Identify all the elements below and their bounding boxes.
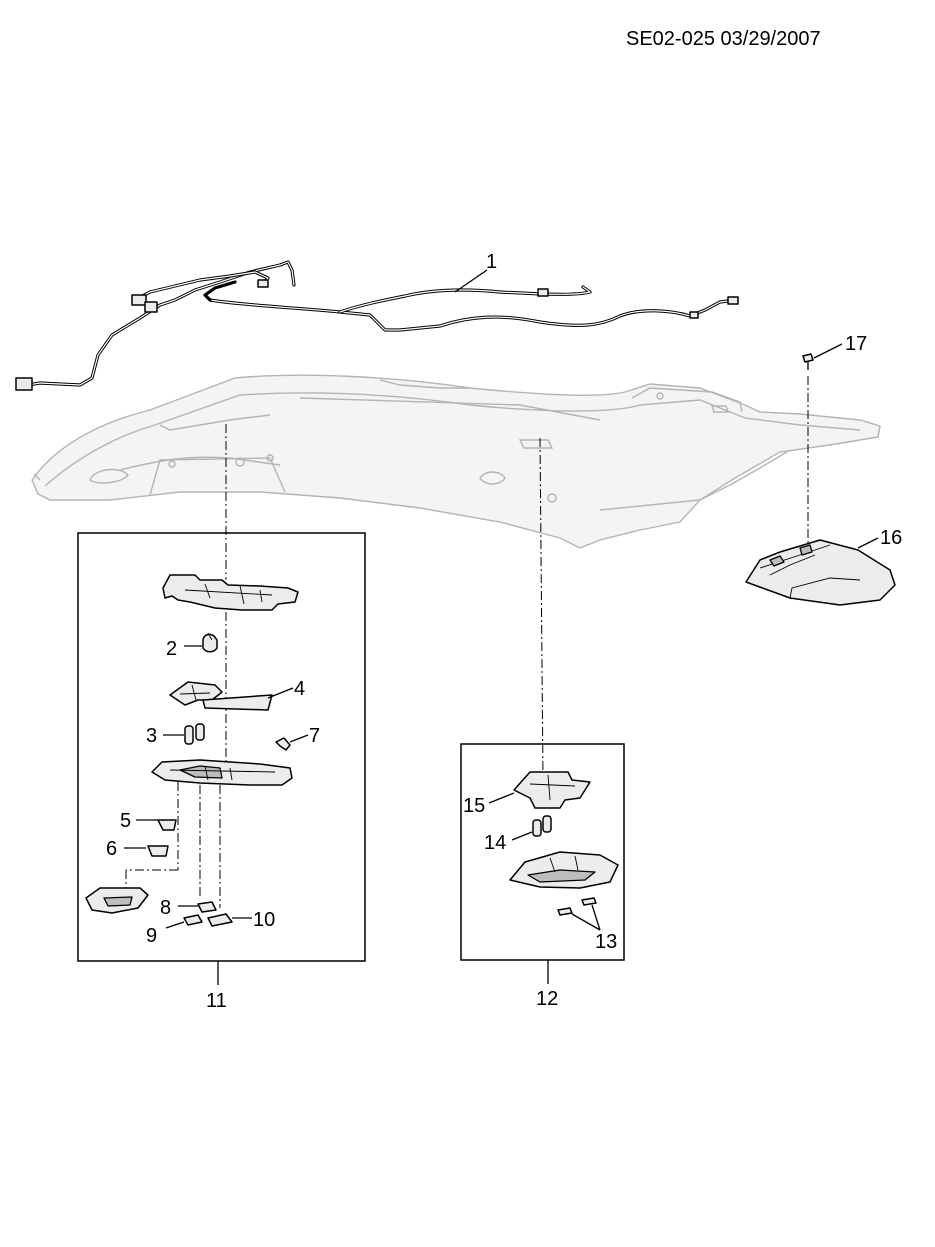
part-10-button bbox=[207, 913, 233, 927]
callout-12: 12 bbox=[536, 988, 558, 1010]
part-13-lenses bbox=[557, 897, 597, 916]
assembly-box-11 bbox=[77, 532, 366, 962]
callout-8: 8 bbox=[160, 897, 171, 919]
console-housing bbox=[151, 759, 293, 786]
callout-5: 5 bbox=[120, 810, 131, 832]
part-3-bulbs bbox=[184, 723, 205, 745]
part-6-clip bbox=[147, 845, 169, 857]
part-4-lens bbox=[169, 681, 273, 711]
callout-9: 9 bbox=[146, 925, 157, 947]
headliner bbox=[31, 374, 881, 549]
callout-1: 1 bbox=[486, 251, 497, 273]
wiring-harness bbox=[15, 260, 739, 391]
callout-16: 16 bbox=[880, 527, 902, 549]
callout-10: 10 bbox=[253, 909, 275, 931]
callout-14: 14 bbox=[484, 832, 506, 854]
callout-7: 7 bbox=[309, 725, 320, 747]
callout-2: 2 bbox=[166, 638, 177, 660]
console-bracket bbox=[162, 574, 299, 611]
part-9-button bbox=[183, 914, 203, 926]
part-5-clip bbox=[157, 819, 177, 831]
part-8-button bbox=[197, 901, 217, 913]
callout-13: 13 bbox=[595, 931, 617, 953]
diagram-code: SE02-025 03/29/2007 bbox=[626, 28, 821, 50]
part-16-trim-cover bbox=[745, 539, 896, 606]
dome-lamp-housing bbox=[509, 851, 619, 889]
part-2-clip bbox=[202, 632, 218, 653]
callout-3: 3 bbox=[146, 725, 157, 747]
callout-11: 11 bbox=[206, 990, 227, 1012]
callout-17: 17 bbox=[845, 333, 867, 355]
callout-15: 15 bbox=[463, 795, 485, 817]
part-15-bracket bbox=[513, 771, 591, 809]
part-7-clip bbox=[275, 737, 291, 751]
part-17-screw bbox=[802, 353, 814, 370]
part-14-bulbs bbox=[532, 815, 552, 837]
callout-6: 6 bbox=[106, 838, 117, 860]
console-lens bbox=[85, 887, 149, 914]
callout-4: 4 bbox=[294, 678, 305, 700]
